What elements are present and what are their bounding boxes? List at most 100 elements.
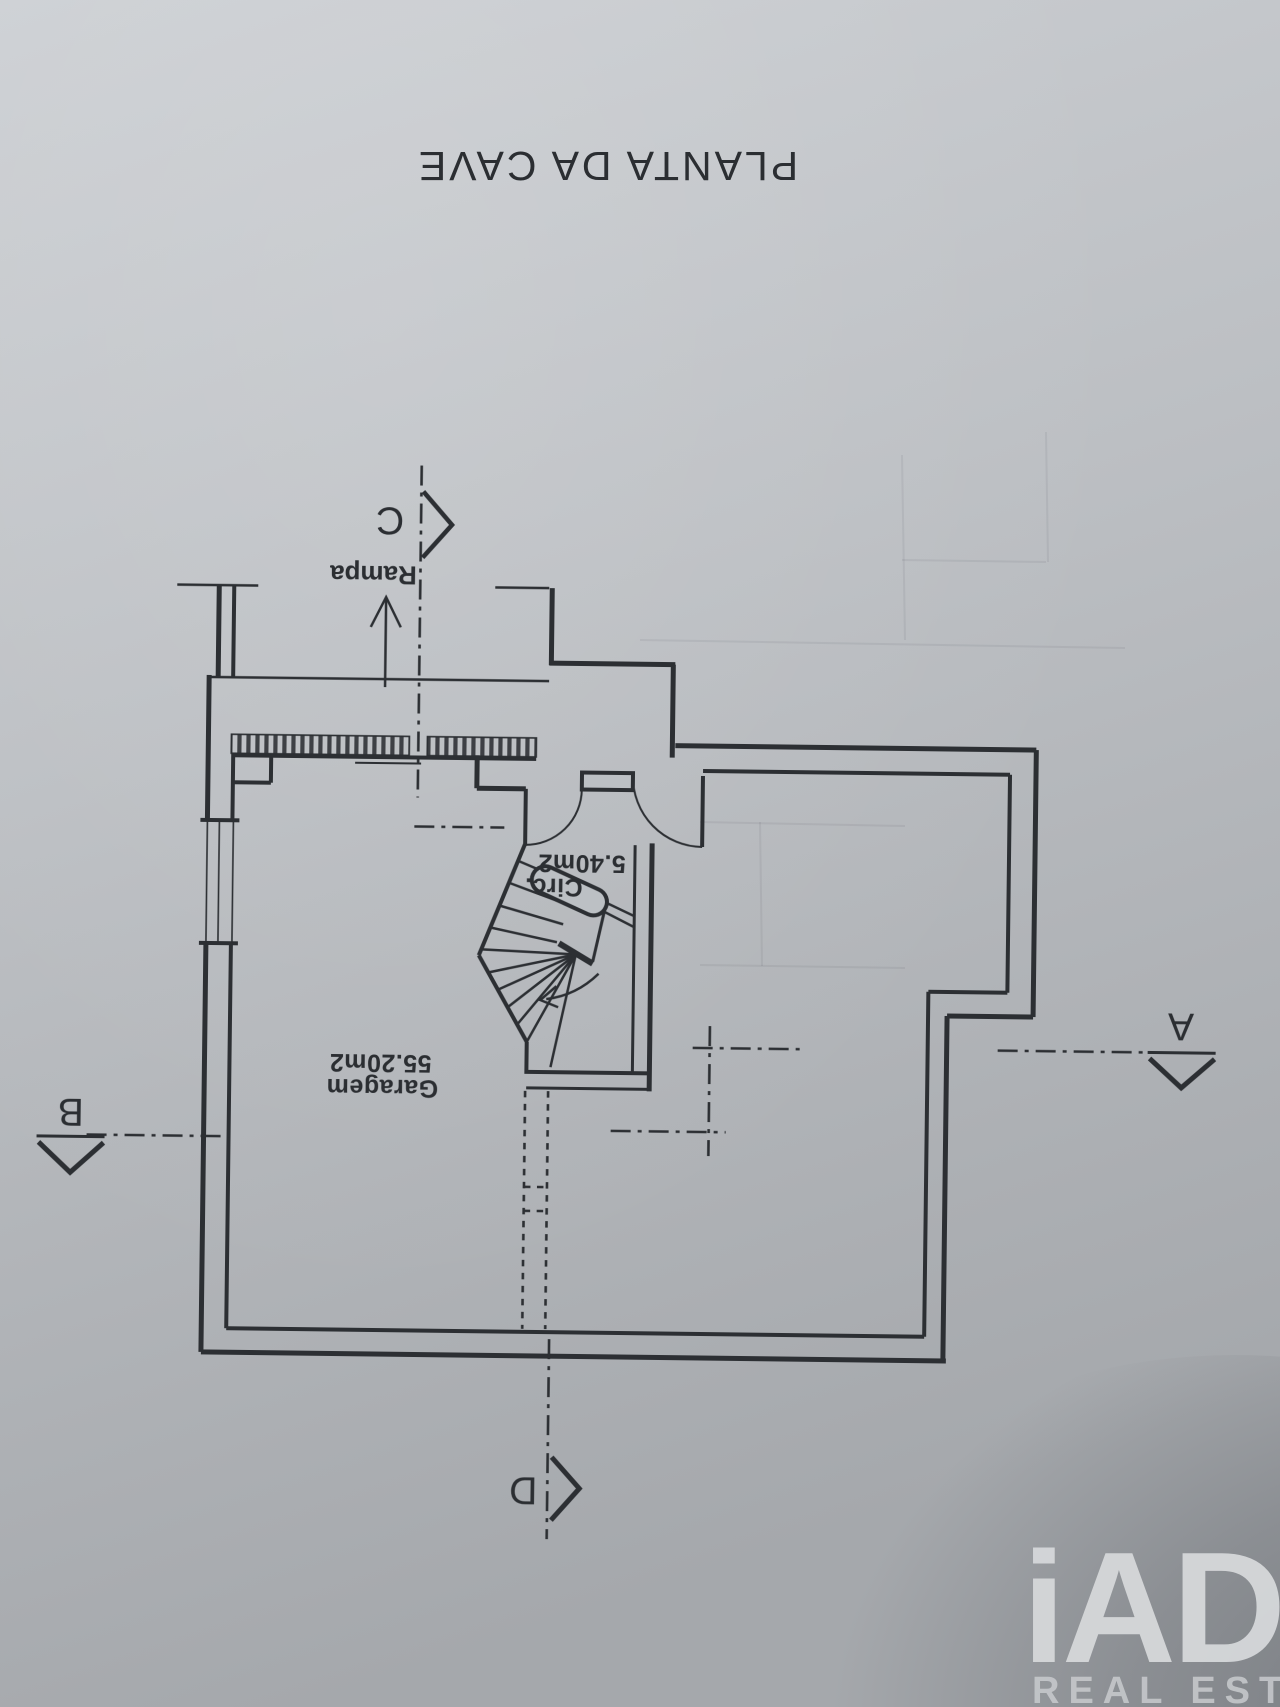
wall-line bbox=[524, 1069, 650, 1076]
wall-line bbox=[226, 1326, 925, 1339]
outer-walls-right bbox=[675, 743, 1039, 1362]
section-a-line bbox=[997, 1049, 1149, 1054]
ramp-arrow-shaft bbox=[383, 599, 388, 688]
tread-line bbox=[480, 948, 576, 956]
tread-line bbox=[489, 926, 558, 944]
stair-direction-arrow bbox=[546, 972, 600, 1001]
wall-line bbox=[928, 989, 1008, 995]
wall-line bbox=[669, 664, 676, 758]
wall-line bbox=[940, 1015, 950, 1362]
wall-line bbox=[1005, 774, 1013, 993]
ghost-line bbox=[759, 821, 763, 967]
section-a-arrow-icon bbox=[1147, 1056, 1217, 1092]
hatch-band bbox=[230, 733, 411, 757]
wall-line bbox=[231, 753, 537, 761]
section-b-arrow-icon bbox=[36, 1140, 106, 1176]
axis-tick bbox=[355, 761, 422, 765]
axis-line bbox=[692, 1046, 807, 1051]
section-d-line bbox=[545, 1339, 551, 1540]
stair-rail-line bbox=[605, 901, 635, 918]
ghost-lines bbox=[639, 431, 1126, 969]
window-glazing bbox=[205, 819, 209, 943]
tread-line bbox=[549, 954, 578, 1068]
ghost-line bbox=[699, 821, 906, 827]
section-b-line bbox=[86, 1133, 231, 1138]
tread-line bbox=[515, 953, 577, 1026]
wall-line bbox=[230, 754, 236, 821]
door-swing-arc bbox=[525, 789, 583, 846]
section-d-label: D bbox=[509, 1468, 538, 1511]
tread-line bbox=[497, 953, 577, 991]
door-leaf bbox=[523, 788, 528, 846]
section-c-label: C bbox=[376, 499, 405, 542]
document-title: PLANTA DA CAVE bbox=[416, 143, 798, 189]
section-d-arrow-icon bbox=[549, 1455, 583, 1522]
window-glazing bbox=[217, 820, 221, 944]
door-swing-arc bbox=[631, 776, 703, 848]
axis-line bbox=[414, 825, 505, 829]
wall-line bbox=[476, 843, 527, 957]
overhead-projection bbox=[520, 1090, 550, 1330]
section-c-line bbox=[416, 465, 424, 798]
axis-line bbox=[610, 1129, 726, 1134]
garage-label: Garagem bbox=[326, 1073, 438, 1102]
garage-area: 55.20m2 bbox=[329, 1048, 432, 1077]
tread-line bbox=[506, 953, 577, 1009]
stair-treads bbox=[480, 859, 635, 1068]
wall-line bbox=[476, 785, 526, 792]
wall-line bbox=[215, 585, 222, 679]
section-a-label: A bbox=[1168, 1004, 1195, 1047]
section-marker-d: D bbox=[509, 1339, 583, 1540]
wall-line bbox=[549, 660, 676, 668]
section-b-label: B bbox=[58, 1090, 85, 1133]
ramp-walls bbox=[177, 583, 676, 758]
tread-line bbox=[488, 953, 577, 974]
door-leaf bbox=[700, 775, 705, 848]
entry-doors bbox=[474, 755, 705, 848]
wall-line bbox=[495, 586, 550, 590]
wall-line bbox=[526, 1086, 650, 1091]
section-marker-c: C bbox=[355, 465, 505, 829]
hatch-band bbox=[426, 735, 538, 758]
wall-line bbox=[231, 585, 237, 679]
stair-arrow-head-icon bbox=[537, 985, 559, 1009]
wall-line bbox=[204, 674, 212, 820]
ramp-arrow-head-icon bbox=[369, 594, 402, 628]
plan-drawing: C Rampa bbox=[36, 465, 1217, 1540]
ramp: Rampa bbox=[329, 560, 417, 688]
section-marker-b: B bbox=[36, 1090, 231, 1176]
brand-logo: iAD bbox=[1022, 1520, 1280, 1696]
projection-line bbox=[543, 1091, 550, 1330]
ramp-label: Rampa bbox=[329, 560, 417, 591]
wall-line bbox=[198, 942, 209, 1352]
window-glazing bbox=[231, 820, 235, 944]
section-b-underline bbox=[36, 1134, 105, 1139]
ghost-line bbox=[639, 639, 1126, 649]
garage-door-hatch bbox=[230, 733, 538, 785]
room-labels: 5.40m2 Circ. 55.20m2 Garagem bbox=[326, 848, 626, 1102]
wall-pier bbox=[579, 770, 636, 793]
circulation-label: Circ. bbox=[524, 872, 582, 901]
section-a-underline bbox=[1147, 1050, 1216, 1055]
section-marker-a: A bbox=[997, 1004, 1217, 1092]
page-title: PLANTA DA CAVE bbox=[416, 143, 798, 189]
stair-rail-line bbox=[601, 909, 635, 929]
circulation-area: 5.40m2 bbox=[538, 848, 626, 877]
wall-line bbox=[1030, 750, 1039, 1018]
wall-line bbox=[646, 843, 655, 1092]
ghost-line bbox=[901, 559, 1047, 563]
wall-line bbox=[200, 1349, 946, 1364]
axis-crosses bbox=[610, 1026, 807, 1157]
outer-walls-bottom bbox=[200, 1326, 946, 1364]
section-c-arrow-icon bbox=[420, 490, 456, 560]
ghost-line bbox=[1045, 431, 1049, 563]
wall-line bbox=[922, 991, 931, 1337]
wall-line bbox=[947, 1013, 1034, 1020]
ghost-line bbox=[901, 454, 906, 641]
wall-line bbox=[703, 768, 1011, 777]
watermark: iAD REAL ESTATE bbox=[1022, 1520, 1280, 1707]
wall-line bbox=[675, 743, 1037, 753]
